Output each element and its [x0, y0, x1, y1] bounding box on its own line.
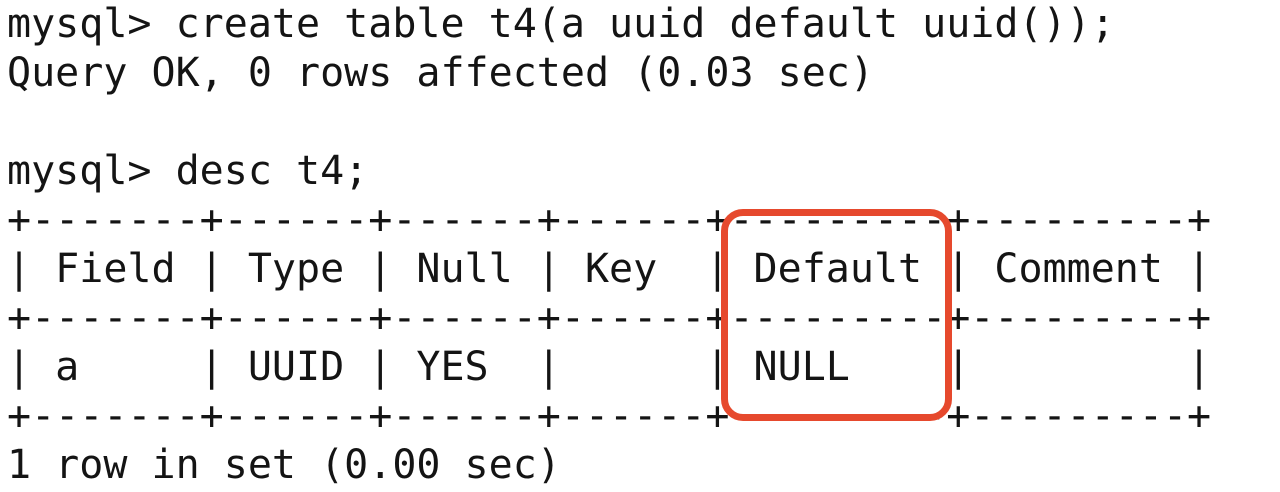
terminal-output[interactable]: mysql> create table t4(a uuid default uu… [7, 0, 1211, 490]
terminal-line: +-------+------+------+------+---------+… [7, 197, 1212, 243]
terminal-line: mysql> create table t4(a uuid default uu… [7, 1, 1115, 47]
terminal-line: 1 row in set (0.00 sec) [7, 442, 561, 488]
terminal-line: | a | UUID | YES | | NULL | | [7, 344, 1212, 390]
terminal-line: +-------+------+------+------+---------+… [7, 393, 1212, 439]
terminal-line: | Field | Type | Null | Key | Default | … [7, 246, 1212, 292]
terminal-line: mysql> desc t4; [7, 148, 369, 194]
terminal-line [7, 98, 1211, 147]
terminal-line: Query OK, 0 rows affected (0.03 sec) [7, 50, 874, 96]
terminal-line: +-------+------+------+------+---------+… [7, 295, 1212, 341]
